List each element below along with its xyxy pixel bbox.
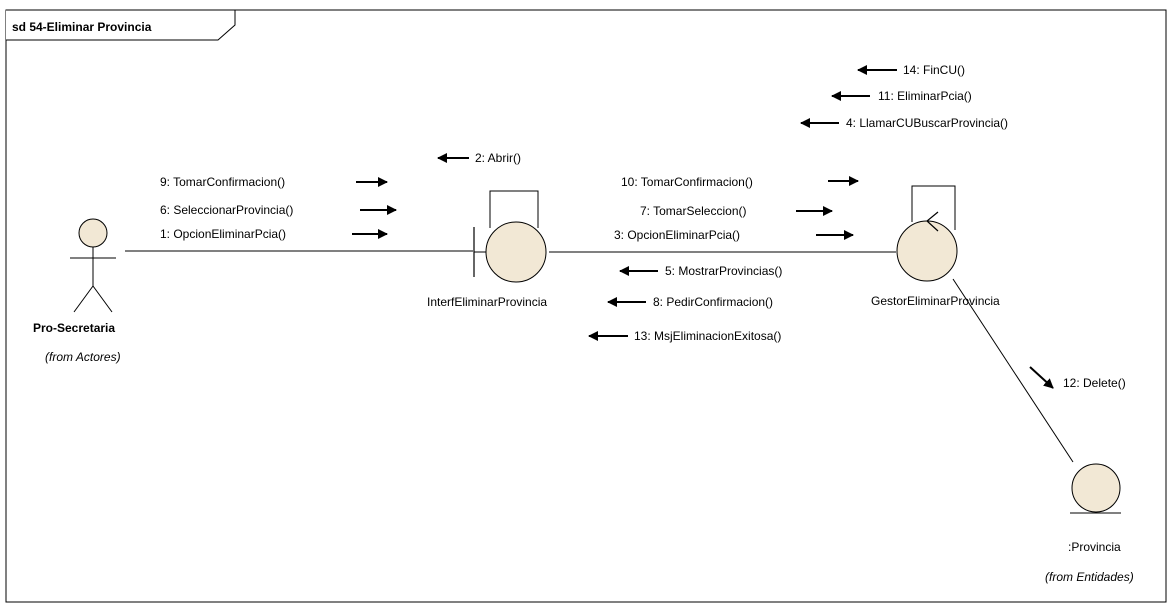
- message-11: 11: EliminarPcia(): [831, 89, 972, 103]
- link-control-entity: [952, 278, 1074, 463]
- actor-from: (from Actores): [45, 350, 121, 364]
- entity-from: (from Entidades): [1045, 570, 1134, 584]
- control-name: GestorEliminarProvincia: [871, 294, 1000, 308]
- entity-name: :Provincia: [1068, 540, 1121, 554]
- svg-text:4: LlamarCUBuscarProvincia(): 4: LlamarCUBuscarProvincia(): [846, 116, 1008, 130]
- svg-text:6: SeleccionarProvincia(): 6: SeleccionarProvincia(): [160, 203, 293, 217]
- message-12: 12: Delete(): [1029, 366, 1126, 390]
- boundary-name: InterfEliminarProvincia: [427, 295, 547, 309]
- message-7: 7: TomarSeleccion(): [640, 204, 833, 218]
- message-4: 4: LlamarCUBuscarProvincia(): [800, 116, 1008, 130]
- entity-icon[interactable]: [1070, 463, 1121, 514]
- svg-text:9: TomarConfirmacion(): 9: TomarConfirmacion(): [160, 175, 285, 189]
- svg-text:11: EliminarPcia(): 11: EliminarPcia(): [878, 89, 972, 103]
- message-8: 8: PedirConfirmacion(): [607, 295, 773, 309]
- svg-text:12: Delete(): 12: Delete(): [1063, 376, 1126, 390]
- frame-title-tab: [6, 9, 236, 41]
- svg-text:5: MostrarProvincias(): 5: MostrarProvincias(): [665, 264, 782, 278]
- svg-text:2: Abrir(): 2: Abrir(): [475, 151, 521, 165]
- svg-text:7: TomarSeleccion(): 7: TomarSeleccion(): [640, 204, 747, 218]
- message-9: 9: TomarConfirmacion(): [160, 175, 388, 189]
- diagram-frame: [5, 9, 1167, 603]
- message-14: 14: FinCU(): [857, 63, 965, 77]
- control-icon[interactable]: [896, 185, 958, 282]
- svg-text:10: TomarConfirmacion(): 10: TomarConfirmacion(): [621, 175, 753, 189]
- actor-icon[interactable]: [70, 218, 116, 313]
- message-10: 10: TomarConfirmacion(): [621, 175, 859, 189]
- frame-title: sd 54-Eliminar Provincia: [12, 20, 152, 34]
- svg-text:14: FinCU(): 14: FinCU(): [903, 63, 965, 77]
- message-3: 3: OpcionEliminarPcia(): [614, 228, 854, 242]
- message-6: 6: SeleccionarProvincia(): [160, 203, 397, 217]
- svg-text:8: PedirConfirmacion(): 8: PedirConfirmacion(): [653, 295, 773, 309]
- message-1: 1: OpcionEliminarPcia(): [160, 227, 388, 241]
- boundary-icon[interactable]: [473, 190, 547, 283]
- message-13: 13: MsjEliminacionExitosa(): [588, 329, 781, 343]
- message-5: 5: MostrarProvincias(): [619, 264, 782, 278]
- message-2: 2: Abrir(): [437, 151, 521, 165]
- svg-text:1: OpcionEliminarPcia(): 1: OpcionEliminarPcia(): [160, 227, 286, 241]
- svg-text:3: OpcionEliminarPcia(): 3: OpcionEliminarPcia(): [614, 228, 740, 242]
- svg-text:13: MsjEliminacionExitosa(): 13: MsjEliminacionExitosa(): [634, 329, 781, 343]
- actor-name: Pro-Secretaria: [33, 321, 115, 335]
